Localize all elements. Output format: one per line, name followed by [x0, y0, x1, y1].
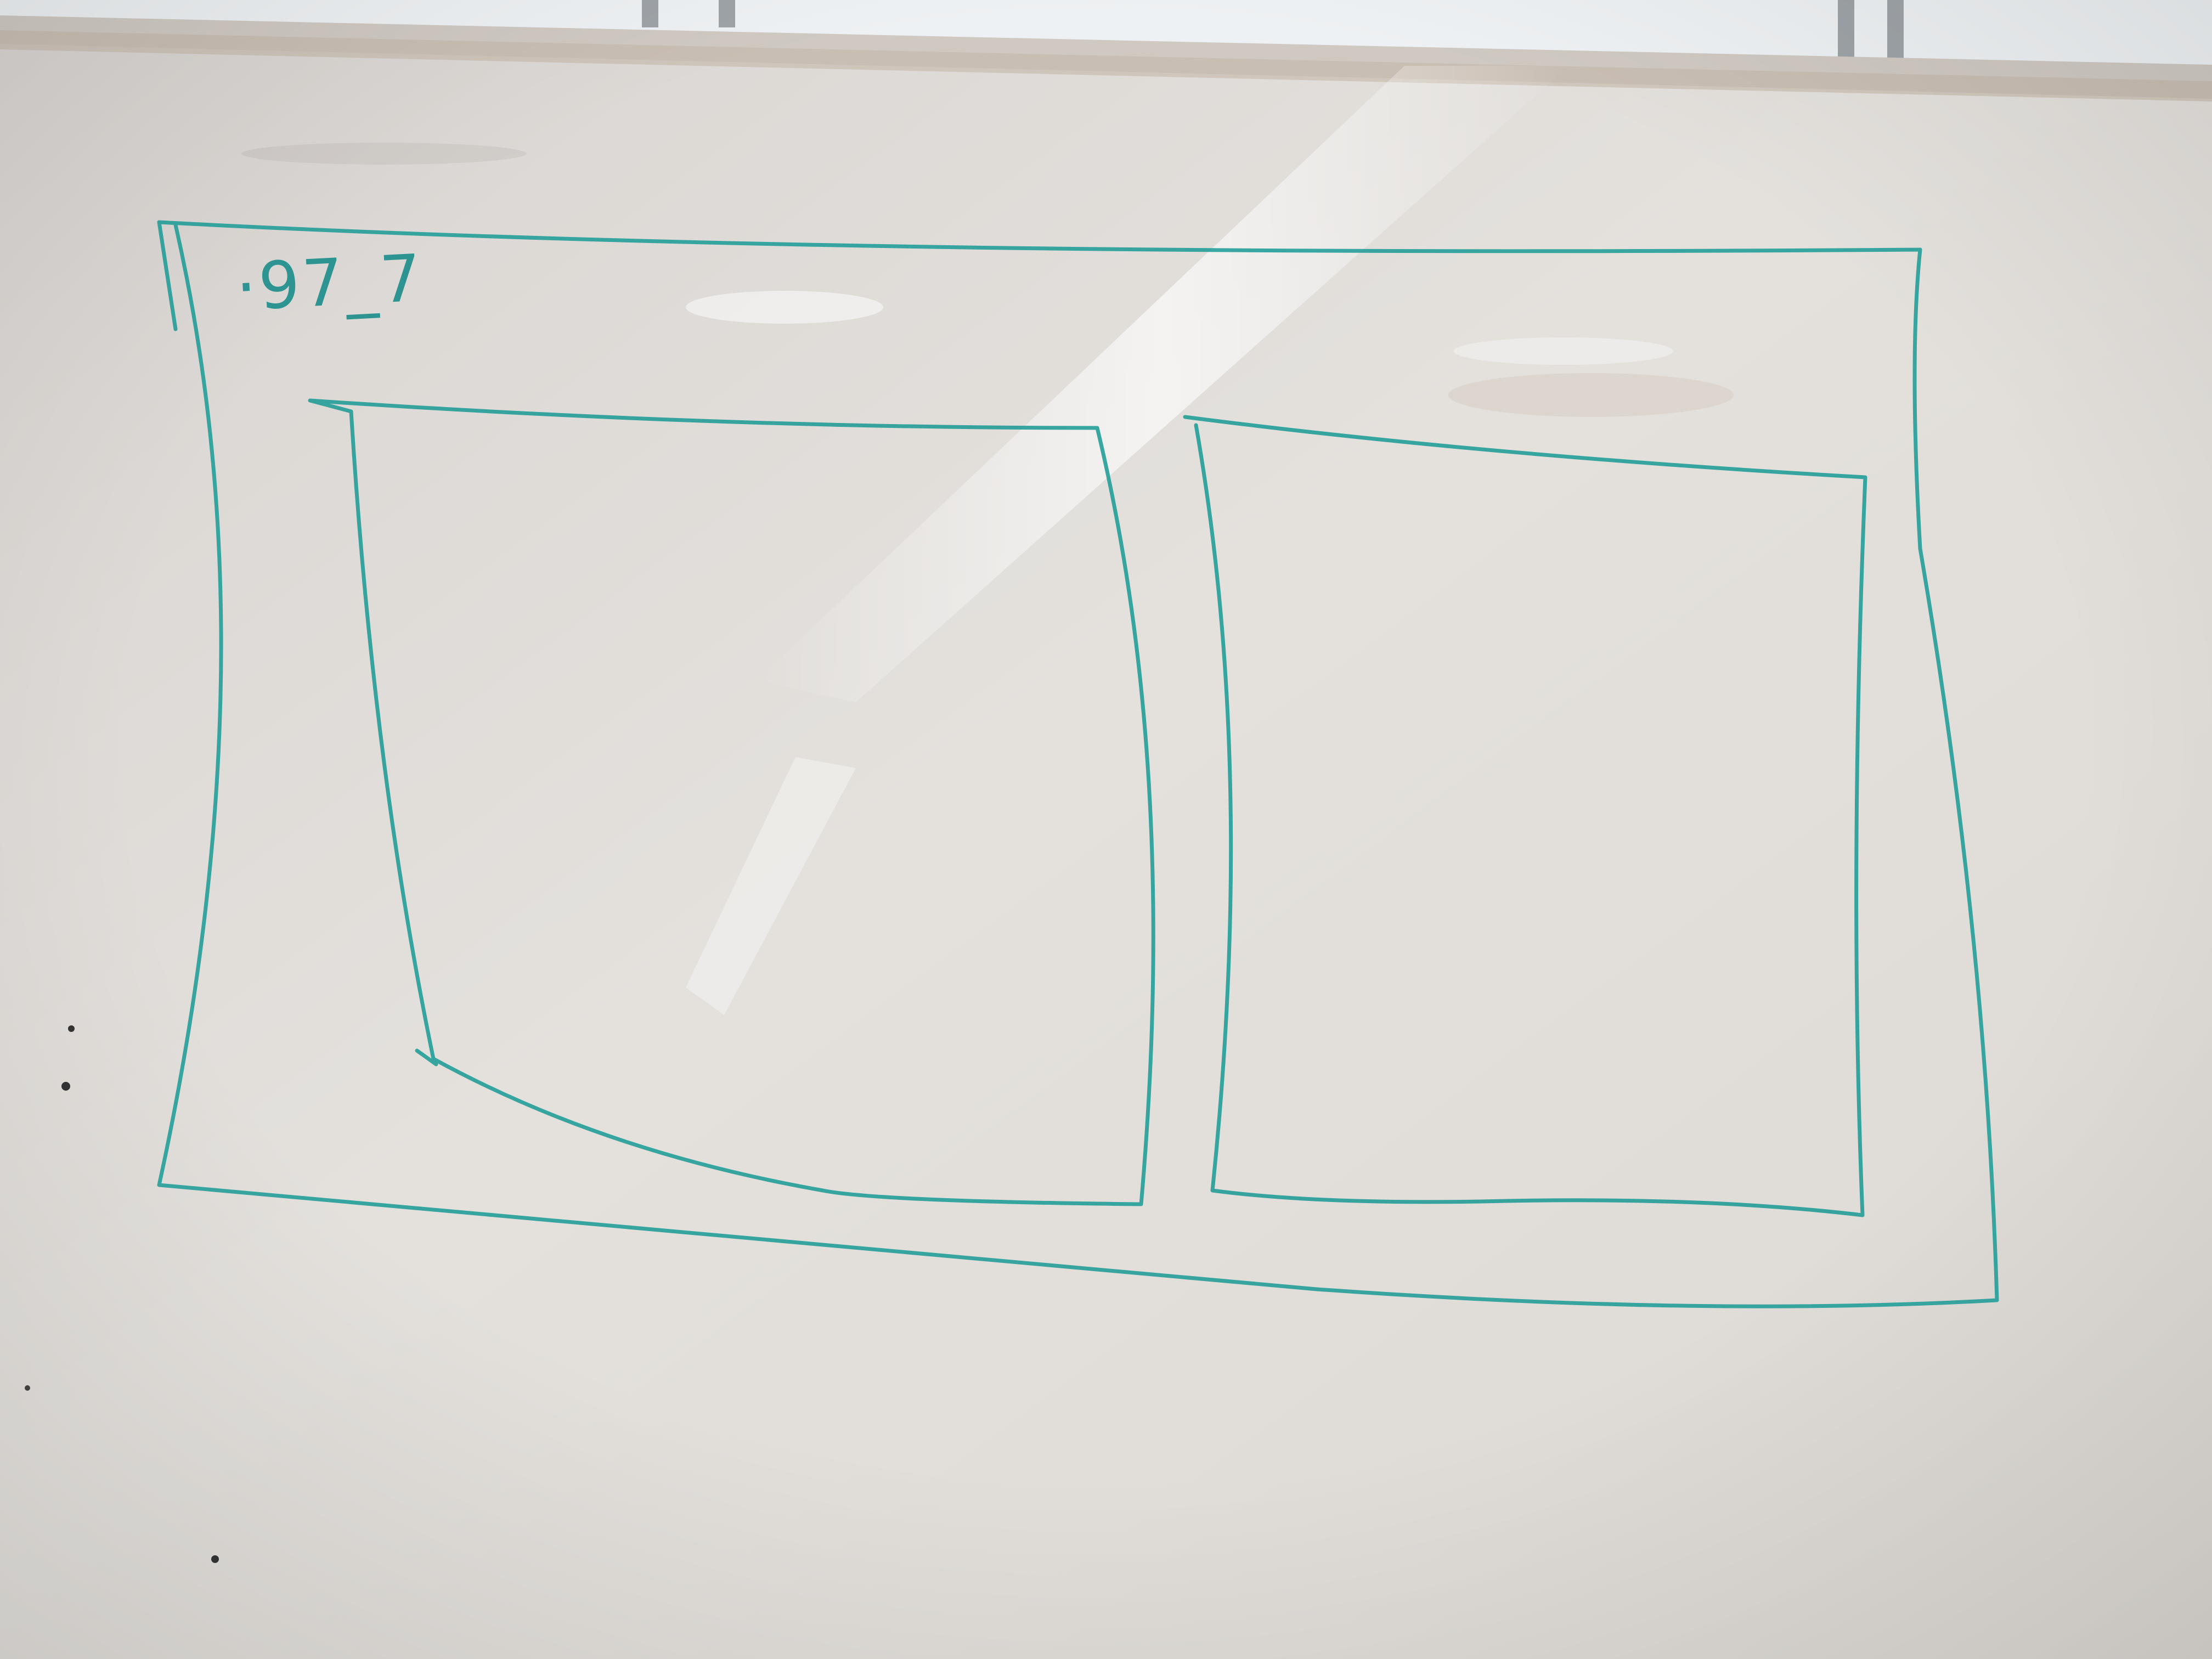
outer-frame — [157, 220, 1999, 1308]
right-inner-square — [1183, 415, 1867, 1217]
left-inner-square — [308, 398, 1155, 1206]
handwritten-label: ·97_7 — [234, 240, 425, 325]
